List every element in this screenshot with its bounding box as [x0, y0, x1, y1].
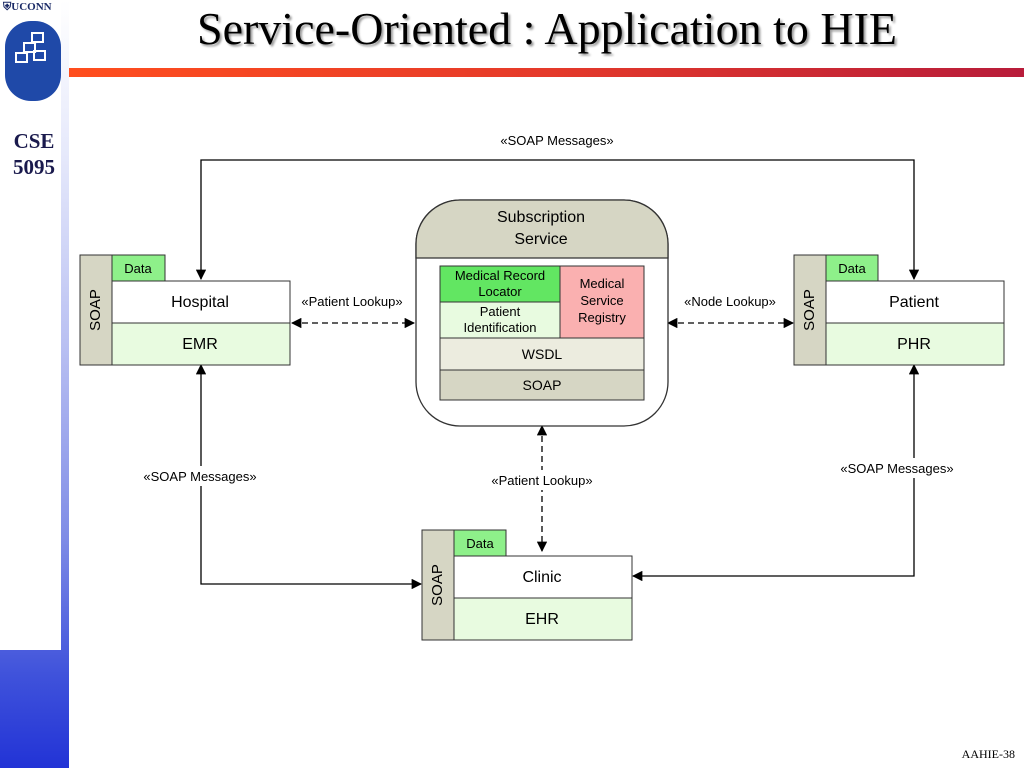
wsdl-label: WSDL	[522, 346, 563, 362]
label-clinic-patient-lookup: «Patient Lookup»	[491, 473, 592, 488]
medical-record-locator-line1: Medical Record	[455, 268, 545, 283]
medical-service-registry-line3: Registry	[578, 310, 626, 325]
label-bg-left-soap	[133, 466, 267, 486]
subscription-soap-box	[439, 369, 645, 401]
label-right-soap-messages: «SOAP Messages»	[840, 461, 953, 476]
label-bg-clinic-lookup	[482, 470, 602, 490]
clinic-name: Clinic	[522, 569, 561, 586]
subscription-title-line2: Service	[514, 231, 567, 248]
medical-service-registry-box	[559, 265, 645, 339]
medical-service-registry-line1: Medical	[580, 276, 625, 291]
subscription-title-line1: Subscription	[497, 209, 585, 226]
page-title: Service-Oriented : Application to HIE	[196, 3, 898, 54]
hospital-name: Hospital	[171, 294, 229, 311]
hospital-data-tab	[111, 254, 166, 282]
patient-data-label: Data	[838, 261, 866, 276]
connector-lines	[195, 159, 920, 590]
label-bg-node-lookup	[674, 291, 786, 311]
patient-identification-line2: Identification	[464, 320, 537, 335]
slide-number: AAHIE-38	[961, 747, 1015, 761]
clinic-record-box	[453, 597, 633, 641]
subscription-soap-label: SOAP	[523, 377, 562, 393]
label-left-soap-messages: «SOAP Messages»	[143, 469, 256, 484]
clinic-data-label: Data	[466, 536, 494, 551]
edge-patient-clinic	[631, 363, 920, 582]
left-sidebar-panel	[0, 0, 61, 650]
cse-logo	[5, 21, 61, 101]
wsdl-box	[439, 337, 645, 371]
medical-record-locator-line2: Locator	[478, 284, 522, 299]
label-hospital-patient-lookup: «Patient Lookup»	[301, 294, 402, 309]
label-node-lookup: «Node Lookup»	[684, 294, 776, 309]
clinic-name-box	[453, 555, 633, 599]
hospital-soap-tab	[79, 254, 113, 366]
clinic-data-tab	[453, 529, 507, 557]
patient-data-tab	[825, 254, 879, 282]
node-clinic: SOAP Data Clinic EHR	[421, 529, 633, 641]
patient-identification-line1: Patient	[480, 304, 521, 319]
node-hospital: SOAP Data Hospital EMR	[79, 254, 291, 366]
patient-record-box	[825, 322, 1005, 366]
patient-soap-label: SOAP	[801, 289, 818, 331]
edge-hospital-clinic	[195, 363, 423, 590]
medical-service-registry-line2: Service	[580, 293, 623, 308]
course-code: CSE 5095	[0, 128, 68, 180]
patient-record: PHR	[897, 336, 931, 353]
label-top-soap-messages: «SOAP Messages»	[500, 133, 613, 148]
node-patient: SOAP Data Patient PHR	[793, 254, 1005, 366]
course-dept: CSE	[13, 129, 55, 153]
hospital-record-box	[111, 322, 291, 366]
clinic-record: EHR	[525, 611, 559, 628]
label-bg-hospital-lookup	[293, 291, 411, 311]
hospital-soap-label: SOAP	[87, 289, 104, 331]
patient-name-box	[825, 280, 1005, 324]
clinic-soap-tab	[421, 529, 455, 641]
node-subscription-service: Subscription Service Medical Record Loca…	[415, 199, 669, 427]
edge-top-soap-messages	[195, 159, 920, 281]
university-name: ⛨UCONN	[3, 1, 52, 13]
patient-identification-box	[439, 301, 561, 339]
hospital-name-box	[111, 280, 291, 324]
patient-name: Patient	[889, 294, 939, 311]
patient-soap-tab	[793, 254, 827, 366]
subscription-header	[415, 199, 669, 259]
hospital-record: EMR	[182, 336, 218, 353]
course-number: 5095	[13, 155, 55, 179]
hospital-data-label: Data	[124, 261, 152, 276]
network-icon	[15, 32, 46, 63]
title-underline	[69, 68, 1024, 77]
seal-icon: ⛨	[3, 1, 12, 13]
clinic-soap-label: SOAP	[429, 564, 446, 606]
label-bg-right-soap	[830, 458, 964, 478]
